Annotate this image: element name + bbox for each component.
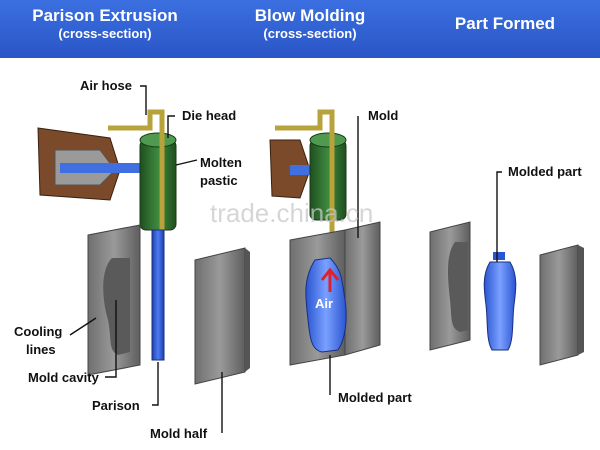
die-head <box>139 132 177 231</box>
header-title-blow: Blow Molding <box>254 6 366 25</box>
header-title-formed: Part Formed <box>454 14 556 33</box>
label-molded-part-formed: Molded part <box>508 164 582 179</box>
leader-lines <box>69 85 502 433</box>
die-head-2 <box>309 132 347 221</box>
label-cooling-2: lines <box>26 342 56 357</box>
mold-half-right-3 <box>539 244 584 366</box>
label-molded-part-blow: Molded part <box>338 390 412 405</box>
extruder-barrel <box>37 127 150 201</box>
header-subtitle-blow: (cross-section) <box>263 26 357 41</box>
air-hose <box>108 109 165 260</box>
mold-half-right-1 <box>194 247 250 385</box>
header-col-blow: Blow Molding (cross-section) <box>210 6 410 42</box>
label-mold: Mold <box>368 108 398 123</box>
process-diagram: Air hose Die head Molten pastic Cooling … <box>14 78 584 441</box>
label-parison: Parison <box>92 398 140 413</box>
label-molten-2: pastic <box>200 173 238 188</box>
parison <box>151 229 165 361</box>
label-air: Air <box>315 296 333 311</box>
header-col-extrusion: Parison Extrusion (cross-section) <box>0 6 210 42</box>
label-air-hose: Air hose <box>80 78 132 93</box>
header-subtitle-extrusion: (cross-section) <box>58 26 152 41</box>
label-cooling-1: Cooling <box>14 324 62 339</box>
label-mold-half: Mold half <box>150 426 208 441</box>
label-die-head: Die head <box>182 108 236 123</box>
molded-bottle <box>483 252 517 351</box>
mold-half-left-3 <box>429 221 471 351</box>
label-molten-1: Molten <box>200 155 242 170</box>
header-title-extrusion: Parison Extrusion <box>32 6 178 25</box>
header-col-formed: Part Formed <box>410 14 600 34</box>
header-bar: Parison Extrusion (cross-section) Blow M… <box>0 0 600 58</box>
mold-half-left-1 <box>87 224 141 376</box>
air-hose-2 <box>275 109 335 268</box>
mold-closed <box>289 221 381 366</box>
watermark-text: trade.china.cn <box>210 198 373 228</box>
label-mold-cavity: Mold cavity <box>28 370 100 385</box>
